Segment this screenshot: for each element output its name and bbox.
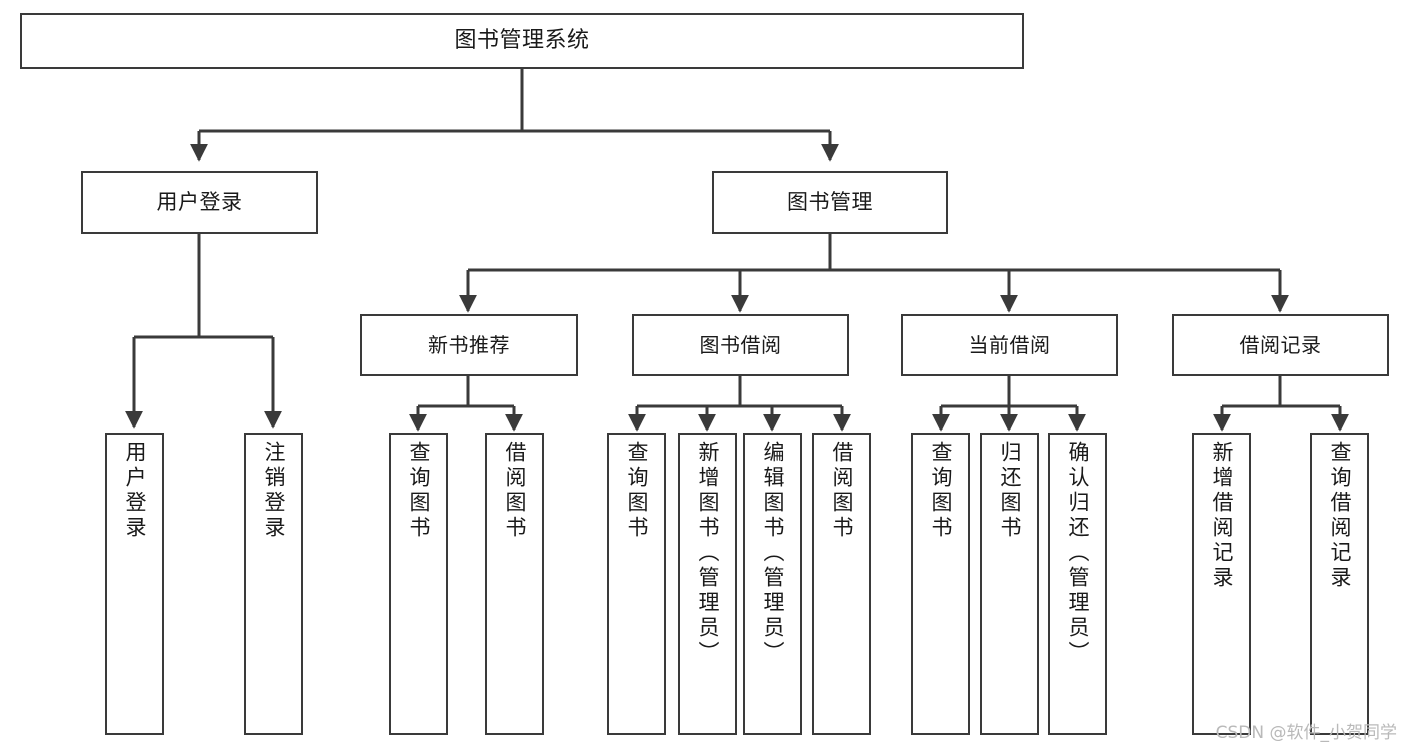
node-label: 新增图书（管理员） — [696, 441, 720, 666]
node-label: 新书推荐 — [428, 332, 510, 357]
node-label: 借阅图书 — [830, 441, 854, 541]
node-label: 借阅记录 — [1239, 332, 1322, 357]
node-book-borrow[interactable]: 图书借阅 — [632, 314, 849, 376]
leaf-current-borrow-return[interactable]: 归还图书 — [980, 433, 1039, 735]
leaf-borrow-record-query[interactable]: 查询借阅记录 — [1310, 433, 1369, 735]
node-new-book-recommend[interactable]: 新书推荐 — [360, 314, 578, 376]
leaf-book-borrow-borrow[interactable]: 借阅图书 — [812, 433, 871, 735]
leaf-new-book-query[interactable]: 查询图书 — [389, 433, 448, 735]
leaf-current-borrow-confirm-return[interactable]: 确认归还（管理员） — [1048, 433, 1107, 735]
leaf-current-borrow-query[interactable]: 查询图书 — [911, 433, 970, 735]
node-label: 图书管理 — [787, 190, 873, 215]
leaf-user-login-logout[interactable]: 注销登录 — [244, 433, 303, 735]
node-borrow-record[interactable]: 借阅记录 — [1172, 314, 1389, 376]
leaf-book-borrow-add[interactable]: 新增图书（管理员） — [678, 433, 737, 735]
leaf-new-book-borrow[interactable]: 借阅图书 — [485, 433, 544, 735]
node-label: 用户登录 — [123, 441, 147, 541]
leaf-user-login-login[interactable]: 用户登录 — [105, 433, 164, 735]
node-current-borrow[interactable]: 当前借阅 — [901, 314, 1118, 376]
node-label: 图书借阅 — [699, 332, 782, 357]
leaf-book-borrow-edit[interactable]: 编辑图书（管理员） — [743, 433, 802, 735]
leaf-borrow-record-add[interactable]: 新增借阅记录 — [1192, 433, 1251, 735]
node-label: 用户登录 — [156, 190, 243, 215]
node-label: 查询图书 — [929, 441, 953, 541]
csdn-watermark: CSDN @软件_小贺同学 — [1215, 723, 1397, 743]
node-label: 归还图书 — [998, 441, 1022, 541]
node-label: 借阅图书 — [503, 441, 527, 541]
node-label: 编辑图书（管理员） — [761, 441, 785, 666]
node-book-management[interactable]: 图书管理 — [712, 171, 948, 234]
node-label: 图书管理系统 — [454, 28, 590, 54]
node-root-system[interactable]: 图书管理系统 — [20, 13, 1024, 69]
node-label: 当前借阅 — [968, 332, 1051, 357]
node-label: 注销登录 — [262, 441, 286, 541]
node-label: 查询图书 — [407, 441, 431, 541]
node-label: 查询图书 — [625, 441, 649, 541]
node-label: 查询借阅记录 — [1328, 441, 1352, 591]
leaf-book-borrow-query[interactable]: 查询图书 — [607, 433, 666, 735]
node-label: 新增借阅记录 — [1210, 441, 1234, 591]
node-label: 确认归还（管理员） — [1066, 441, 1090, 666]
node-user-login[interactable]: 用户登录 — [81, 171, 318, 234]
